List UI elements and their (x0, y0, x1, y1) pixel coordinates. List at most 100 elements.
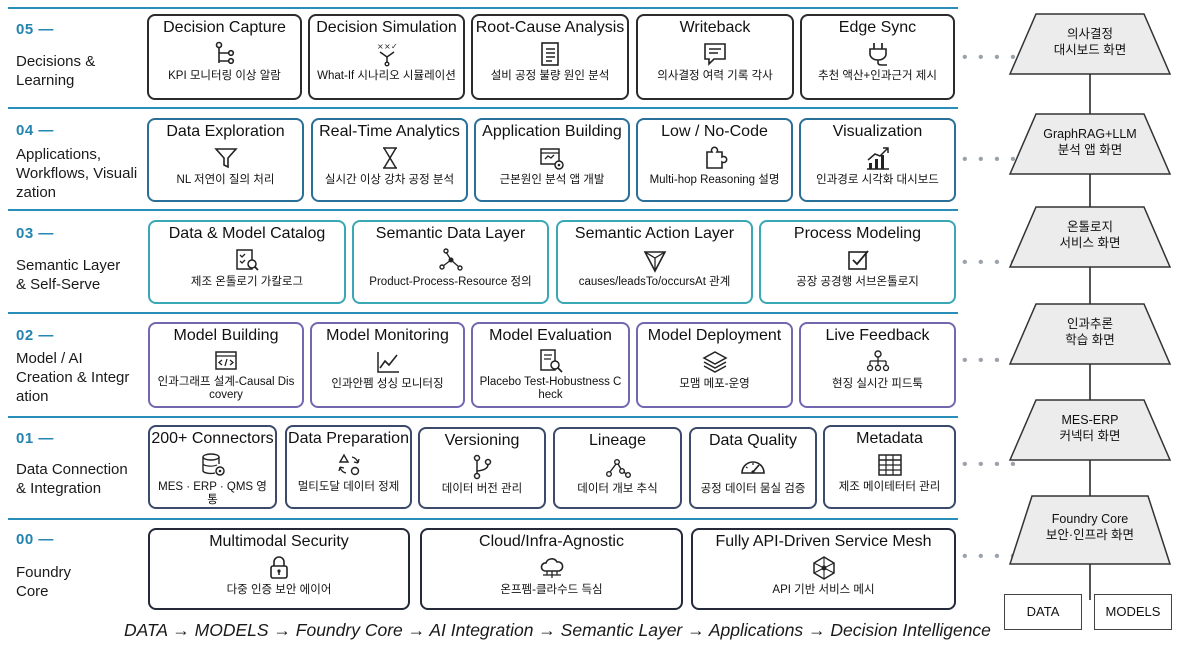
git-branch-icon (473, 454, 492, 480)
cube-icon (643, 251, 666, 273)
svg-text:×: × (377, 42, 384, 51)
card-semantic-action-layer[interactable]: Semantic Action Layer causes/leadsTo/occ… (556, 220, 753, 304)
layer-name-00: Foundry Core (16, 563, 140, 601)
line-chart-icon (376, 352, 399, 373)
card-title: Real-Time Analytics (319, 123, 460, 140)
card-subtitle: MES · ERP · QMS 영통 (158, 481, 267, 506)
checkbox-icon (847, 250, 869, 270)
connector-dots-05: • • • • (962, 49, 1019, 66)
card-data-model-catalog[interactable]: Data & Model Catalog 제조 온톨로기 가칼로그 (148, 220, 346, 304)
layer-name-01: Data Connection & Integration (16, 460, 140, 498)
card-data-quality[interactable]: Data Quality 공정 데이터 뭄실 검증 (689, 427, 817, 509)
card-live-feedback[interactable]: Live Feedback 현징 실시간 피드툭 (799, 322, 956, 408)
card-visualization[interactable]: Visualization 인과경로 시각화 대시보드 (799, 118, 956, 202)
card-semantic-data-layer[interactable]: Semantic Data Layer Product-Process-Reso… (352, 220, 549, 304)
card-subtitle: Placebo Test-Hobustness C heck (479, 376, 622, 401)
card-subtitle: 멀티도달 데이터 정제 (297, 481, 400, 493)
card-subtitle: 모맴 메포-운영 (679, 378, 750, 390)
card-title: Root-Cause Analysis (475, 19, 625, 36)
card-versioning[interactable]: Versioning 데이터 버전 관리 (418, 427, 546, 509)
card-title: Versioning (444, 432, 520, 449)
card-decision-capture[interactable]: Decision Capture KPI 모니터링 이상 알람 (147, 14, 302, 100)
layer-name-03: Semantic Layer & Self-Serve (16, 256, 140, 294)
card-subtitle: 제조 메이테터터 관리 (838, 481, 941, 493)
card-subtitle: What-If 시나리오 시뮬레이션 (317, 70, 456, 82)
layer-name-text: Data Connection & Integration (16, 461, 128, 497)
trapezoid-shape (1008, 495, 1172, 565)
decision-tree-icon: ××✓ (377, 42, 398, 67)
layer-divider-04 (8, 107, 958, 109)
card-api-service-mesh[interactable]: Fully API-Driven Service Mesh API 기반 서비스… (691, 528, 956, 610)
stack-screen-graphrag-app[interactable]: GraphRAG+LLM 분석 앱 화면 (1008, 112, 1172, 176)
card-subtitle: 설비 공정 불량 원인 분석 (490, 70, 610, 82)
card-model-monitoring[interactable]: Model Monitoring 인과안펨 성싱 모니터징 (310, 322, 465, 408)
card-multimodal-security[interactable]: Multimodal Security 다중 인증 보안 에이어 (148, 528, 410, 610)
card-root-cause-analysis[interactable]: Root-Cause Analysis 설비 공정 불량 원인 분석 (471, 14, 629, 100)
card-subtitle: 의사결정 여력 기록 각사 (657, 70, 773, 82)
card-process-modeling[interactable]: Process Modeling 공장 공경행 서브온톨로지 (759, 220, 956, 304)
card-cloud-infra-agnostic[interactable]: Cloud/Infra-Agnostic 온프펨-클라수드 득심 (420, 528, 683, 610)
trapezoid-shape (1008, 13, 1172, 75)
card-subtitle: 근본원인 분석 앱 개발 (499, 174, 605, 186)
layer-number-00: 00 — (16, 531, 54, 548)
card-subtitle: 인과경로 시각화 대시보드 (816, 174, 939, 186)
card-title: Model Building (173, 327, 279, 344)
card-metadata[interactable]: Metadata 제조 메이테터터 관리 (823, 425, 956, 509)
data-box[interactable]: DATA (1004, 594, 1082, 630)
plug-icon (868, 43, 887, 66)
card-title: 200+ Connectors (151, 430, 274, 447)
people-tree-icon (866, 350, 889, 372)
gauge-icon (741, 461, 765, 474)
stack-label-line1: 인과추론 (1066, 317, 1113, 331)
layer-name-04: Applications, Workflows, Visuali zation (16, 145, 140, 202)
card-model-evaluation[interactable]: Model Evaluation Placebo Test-Hobustness… (471, 322, 630, 408)
stack-label: GraphRAG+LLM 분석 앱 화면 (1008, 126, 1172, 158)
card-title: Low / No-Code (661, 123, 768, 140)
card-writeback[interactable]: Writeback 의사결정 여력 기록 각사 (636, 14, 794, 100)
card-lineage[interactable]: Lineage 데이터 개보 추식 (553, 427, 682, 509)
stack-label-line1: GraphRAG+LLM (1043, 127, 1137, 141)
layer-number-01: 01 — (16, 430, 54, 447)
card-model-deployment[interactable]: Model Deployment 모맴 메포-운영 (636, 322, 793, 408)
card-data-exploration[interactable]: Data Exploration NL 저연이 질의 처리 (147, 118, 304, 202)
card-title: Decision Capture (163, 19, 286, 36)
stack-label-line1: MES-ERP (1061, 413, 1119, 427)
card-real-time-analytics[interactable]: Real-Time Analytics 실시간 이상 강차 공정 분석 (311, 118, 468, 202)
card-decision-simulation[interactable]: Decision Simulation ××✓ What-If 시나리오 시뮬레… (308, 14, 465, 100)
card-title: Model Evaluation (489, 327, 612, 344)
svg-text:✓: ✓ (391, 42, 398, 51)
stack-label-line2: 학습 화면 (1065, 333, 1115, 347)
trapezoid-shape (1008, 303, 1172, 365)
card-model-building[interactable]: Model Building 인과그래프 설계-Causal Dis cover… (148, 322, 304, 408)
card-title: Lineage (589, 432, 646, 449)
card-low-no-code[interactable]: Low / No-Code Multi-hop Reasoning 설명 (636, 118, 793, 202)
card-subtitle: 데이터 버전 관리 (441, 483, 523, 495)
layer-number-05: 05 — (16, 21, 54, 38)
stack-label-line2: 서비스 화면 (1059, 236, 1121, 250)
mesh-icon (812, 556, 835, 580)
stack-label-line2: 대시보드 화면 (1053, 43, 1127, 57)
card-data-preparation[interactable]: Data Preparation 멀티도달 데이터 정제 (285, 425, 412, 509)
code-window-icon (215, 351, 237, 370)
funnel-icon (213, 148, 238, 169)
card-subtitle: 추천 액산+인과근거 제시 (818, 70, 937, 82)
layers-icon (701, 351, 728, 373)
stack-label-line2: 분석 앱 화면 (1057, 143, 1123, 157)
card-title: Data Exploration (166, 123, 285, 140)
card-edge-sync[interactable]: Edge Sync 추천 액산+인과근거 제시 (800, 14, 955, 100)
card-title: Application Building (482, 123, 622, 140)
layer-name-02: Model / AI Creation & Integr ation (16, 349, 140, 406)
models-box[interactable]: MODELS (1094, 594, 1172, 630)
card-application-building[interactable]: Application Building 근본원인 분석 앱 개발 (474, 118, 630, 202)
layer-name-text: Semantic Layer & Self-Serve (16, 257, 121, 293)
card-title: Model Monitoring (326, 327, 449, 344)
card-connectors[interactable]: 200+ Connectors MES · ERP · QMS 영통 (148, 425, 277, 509)
chat-note-icon (704, 43, 726, 66)
